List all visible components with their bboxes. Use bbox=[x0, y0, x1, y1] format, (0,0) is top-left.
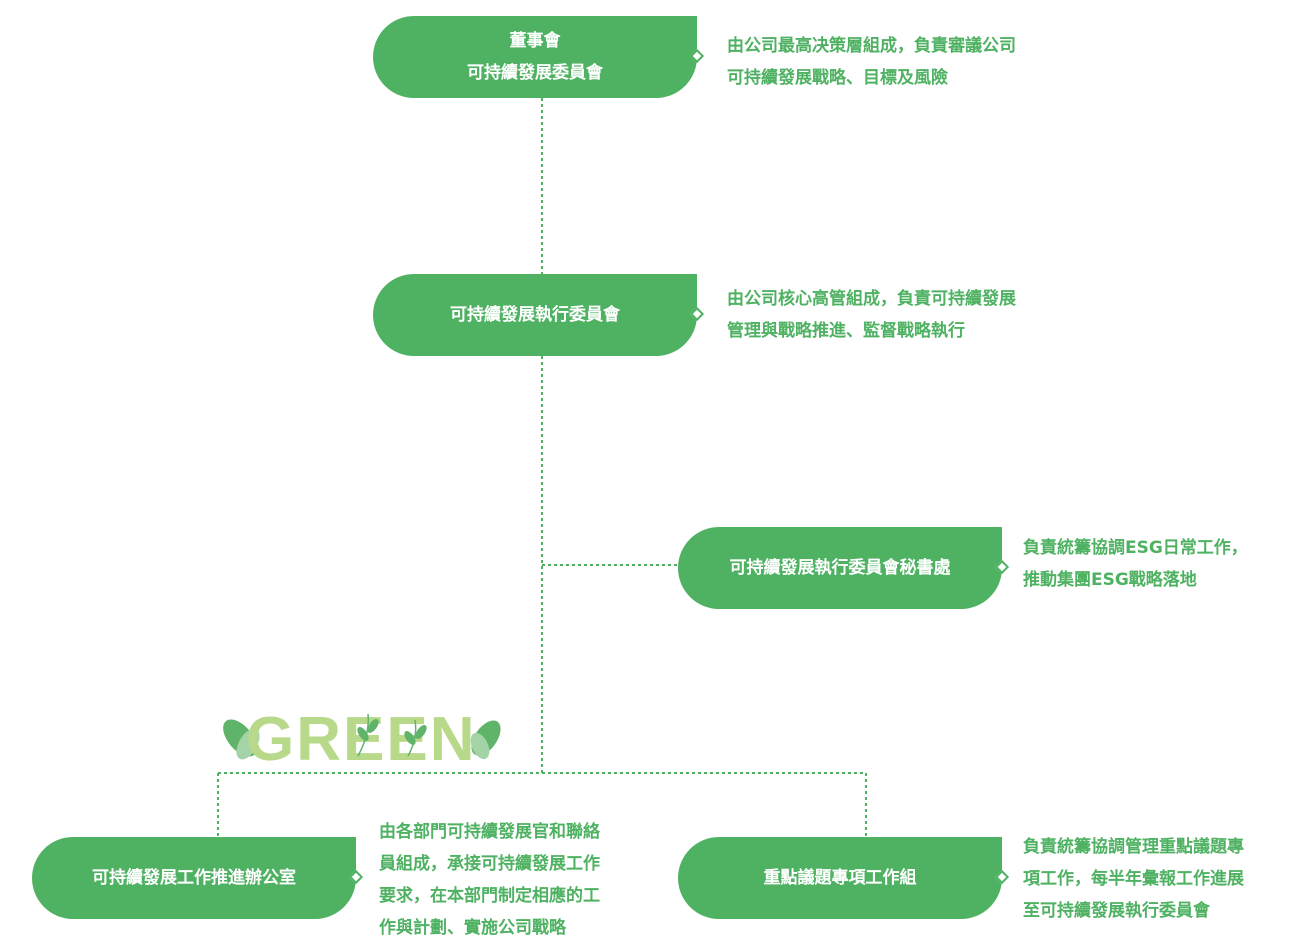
promotion-office-node-label: 可持續發展工作推進辦公室 bbox=[92, 868, 296, 888]
task-force-node-label: 重點議題專項工作組 bbox=[763, 868, 917, 888]
green-logo: GREEN bbox=[223, 705, 501, 764]
secretariat-node-label: 可持續發展執行委員會秘書處 bbox=[729, 558, 951, 578]
board-description: 由公司最高决策層組成，負責審議公司 可持續發展戰略、目標及風險 bbox=[727, 36, 1016, 88]
executive-description: 由公司核心高管組成，負責可持續發展 管理與戰略推進、監督戰略執行 bbox=[727, 289, 1016, 341]
leaf-icon bbox=[470, 720, 501, 760]
task-force-node: 重點議題專項工作組 bbox=[678, 837, 1010, 919]
leaf-icon bbox=[223, 719, 260, 760]
board-committee-node: 董事會 可持續發展委員會 bbox=[373, 16, 705, 98]
executive-committee-node: 可持續發展執行委員會 bbox=[373, 274, 705, 356]
board-node-line1: 董事會 bbox=[509, 31, 561, 51]
task-force-description: 負責統籌協調管理重點議題專 項工作，每半年彙報工作進展 至可持續發展執行委員會 bbox=[1023, 837, 1244, 921]
executive-node-label: 可持續發展執行委員會 bbox=[450, 305, 620, 325]
board-node-line2: 可持續發展委員會 bbox=[467, 63, 603, 83]
secretariat-node: 可持續發展執行委員會秘書處 bbox=[678, 527, 1010, 609]
promotion-office-node: 可持續發展工作推進辦公室 bbox=[32, 837, 364, 919]
promotion-office-description: 由各部門可持續發展官和聯絡 員組成，承接可持續發展工作 要求，在本部門制定相應的… bbox=[379, 822, 600, 938]
secretariat-description: 負責統籌協調ESG日常工作， 推動集團ESG戰略落地 bbox=[1023, 538, 1248, 590]
leaf-icon bbox=[357, 713, 427, 757]
